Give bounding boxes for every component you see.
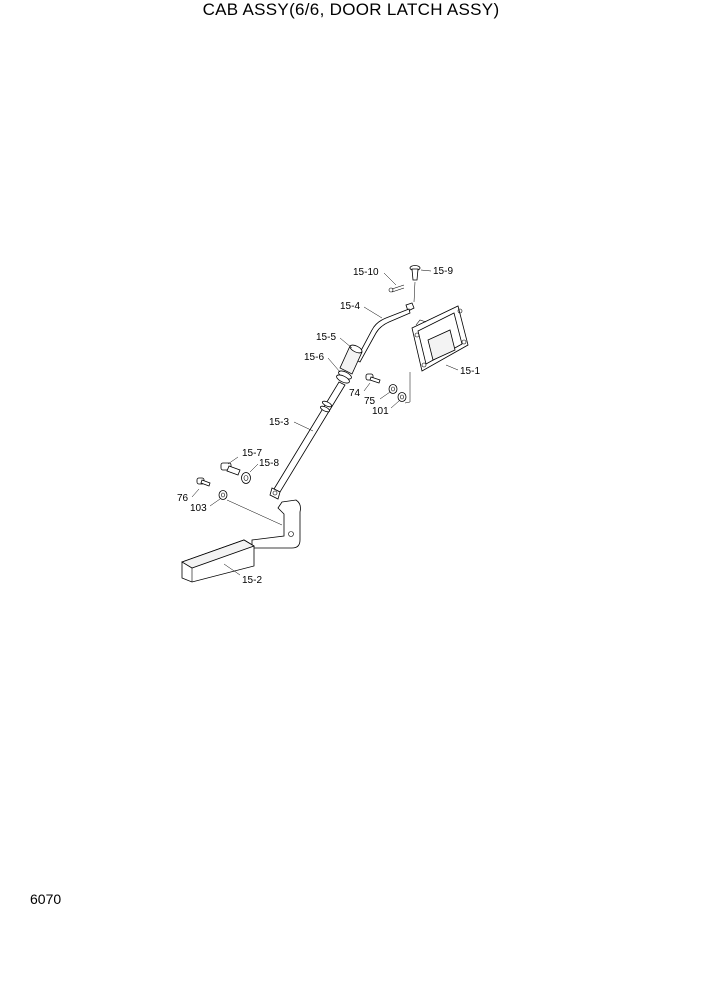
part-15-7-bolt (220, 462, 241, 476)
part-74-bolt (365, 373, 381, 384)
part-76-bolt (196, 477, 211, 487)
part-15-2-handle (181, 499, 301, 583)
part-15-6-clip (336, 370, 352, 384)
diagram-title: CAB ASSY(6/6, DOOR LATCH ASSY) (202, 0, 500, 19)
callout-15-2: 15-2 (242, 575, 262, 586)
callout-15-4: 15-4 (340, 301, 360, 312)
callout-15-7: 15-7 (242, 448, 262, 459)
part-103-washer (218, 490, 228, 500)
callout-101: 101 (372, 406, 389, 417)
callout-15-5: 15-5 (316, 332, 336, 343)
part-15-3-main-rod (269, 381, 346, 500)
page-number: 6070 (30, 891, 62, 907)
callout-74: 74 (349, 388, 361, 399)
callout-15-6: 15-6 (304, 352, 324, 363)
callout-15-3: 15-3 (269, 417, 289, 428)
part-15-4-upper-rod (355, 302, 415, 363)
part-15-10-pin (388, 284, 405, 293)
part-15-8-washer (241, 472, 251, 484)
part-101-washer (397, 392, 407, 402)
callout-75: 75 (364, 396, 376, 407)
part-15-9-bolt (409, 265, 421, 281)
callout-15-9: 15-9 (433, 266, 453, 277)
callout-15-10: 15-10 (353, 267, 379, 278)
callout-103: 103 (190, 503, 207, 514)
part-15-1-latch-housing (411, 305, 469, 372)
part-75-washer (388, 384, 398, 394)
callout-15-1: 15-1 (460, 366, 480, 377)
callout-15-8: 15-8 (259, 458, 279, 469)
callout-76: 76 (177, 493, 189, 504)
part-15-5-sleeve (339, 344, 363, 375)
